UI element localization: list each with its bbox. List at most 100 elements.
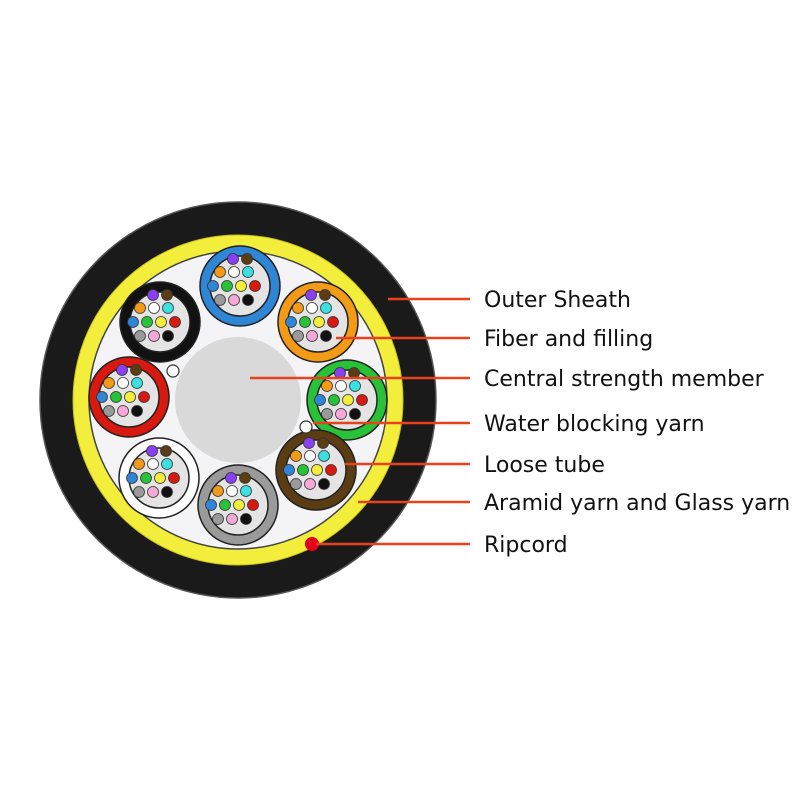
optical-fiber xyxy=(321,408,333,420)
optical-fiber xyxy=(205,499,217,511)
optical-fiber xyxy=(161,486,173,498)
optical-fiber xyxy=(127,316,139,328)
optical-fiber xyxy=(249,280,261,292)
optical-fiber xyxy=(297,464,309,476)
optical-fiber xyxy=(134,330,146,342)
optical-fiber xyxy=(214,266,226,278)
label-outer-sheath: Outer Sheath xyxy=(484,288,631,313)
optical-fiber xyxy=(161,458,173,470)
optical-fiber xyxy=(168,472,180,484)
optical-fiber xyxy=(126,472,138,484)
optical-fiber xyxy=(306,330,318,342)
optical-fiber xyxy=(148,302,160,314)
water-blocking-yarn-2 xyxy=(299,420,313,434)
optical-fiber xyxy=(299,316,311,328)
optical-fiber xyxy=(131,405,143,417)
optical-fiber xyxy=(214,294,226,306)
optical-fiber xyxy=(160,445,172,457)
optical-fiber xyxy=(117,377,129,389)
optical-fiber xyxy=(242,294,254,306)
optical-fiber xyxy=(147,458,159,470)
optical-fiber xyxy=(162,302,174,314)
optical-fiber xyxy=(146,445,158,457)
optical-fiber xyxy=(314,394,326,406)
optical-fiber xyxy=(290,450,302,462)
optical-fiber xyxy=(318,478,330,490)
optical-fiber xyxy=(349,380,361,392)
optical-fiber xyxy=(304,478,316,490)
label-fiber-filling: Fiber and filling xyxy=(484,327,653,352)
loose-tube xyxy=(88,356,170,438)
optical-fiber xyxy=(313,316,325,328)
optical-fiber xyxy=(239,472,251,484)
loose-tubes xyxy=(88,245,388,546)
optical-fiber xyxy=(317,437,329,449)
optical-fiber xyxy=(228,266,240,278)
optical-fiber xyxy=(162,330,174,342)
optical-fiber xyxy=(133,458,145,470)
optical-fiber xyxy=(335,380,347,392)
loose-tube xyxy=(197,464,279,546)
optical-fiber xyxy=(131,377,143,389)
labels: Outer Sheath Fiber and filling Central s… xyxy=(484,288,790,558)
optical-fiber xyxy=(292,302,304,314)
optical-fiber xyxy=(138,391,150,403)
label-loose-tube: Loose tube xyxy=(484,453,605,478)
optical-fiber xyxy=(290,478,302,490)
optical-fiber xyxy=(285,316,297,328)
optical-fiber xyxy=(212,513,224,525)
optical-fiber xyxy=(233,499,245,511)
loose-tube xyxy=(119,281,201,363)
optical-fiber xyxy=(147,486,159,498)
optical-fiber xyxy=(96,391,108,403)
optical-fiber xyxy=(318,450,330,462)
optical-fiber xyxy=(161,289,173,301)
water-blocking-yarn-1 xyxy=(166,364,180,378)
optical-fiber xyxy=(140,472,152,484)
label-central-member: Central strength member xyxy=(484,367,765,392)
optical-fiber xyxy=(130,364,142,376)
optical-fiber xyxy=(226,513,238,525)
optical-fiber xyxy=(306,302,318,314)
optical-fiber xyxy=(311,464,323,476)
label-ripcord: Ripcord xyxy=(484,533,568,558)
optical-fiber xyxy=(327,316,339,328)
optical-fiber xyxy=(116,364,128,376)
optical-fiber xyxy=(207,280,219,292)
optical-fiber xyxy=(226,485,238,497)
optical-fiber xyxy=(283,464,295,476)
optical-fiber xyxy=(342,394,354,406)
optical-fiber xyxy=(320,330,332,342)
label-aramid-glass: Aramid yarn and Glass yarn xyxy=(484,491,790,516)
optical-fiber xyxy=(225,472,237,484)
optical-fiber xyxy=(155,316,167,328)
optical-fiber xyxy=(247,499,259,511)
optical-fiber xyxy=(103,377,115,389)
optical-fiber xyxy=(319,289,331,301)
optical-fiber xyxy=(292,330,304,342)
optical-fiber xyxy=(356,394,368,406)
cable-body xyxy=(39,201,437,599)
optical-fiber xyxy=(110,391,122,403)
optical-fiber xyxy=(242,266,254,278)
optical-fiber xyxy=(349,408,361,420)
optical-fiber xyxy=(325,464,337,476)
optical-fiber xyxy=(304,450,316,462)
optical-fiber xyxy=(147,289,159,301)
optical-fiber xyxy=(212,485,224,497)
optical-fiber xyxy=(241,253,253,265)
loose-tube xyxy=(306,359,388,441)
optical-fiber xyxy=(320,302,332,314)
optical-fiber xyxy=(305,289,317,301)
loose-tube xyxy=(118,437,200,519)
optical-fiber xyxy=(154,472,166,484)
optical-fiber xyxy=(141,316,153,328)
optical-fiber xyxy=(219,499,231,511)
optical-fiber xyxy=(240,485,252,497)
optical-fiber xyxy=(124,391,136,403)
optical-fiber xyxy=(240,513,252,525)
optical-fiber xyxy=(335,408,347,420)
optical-fiber xyxy=(133,486,145,498)
